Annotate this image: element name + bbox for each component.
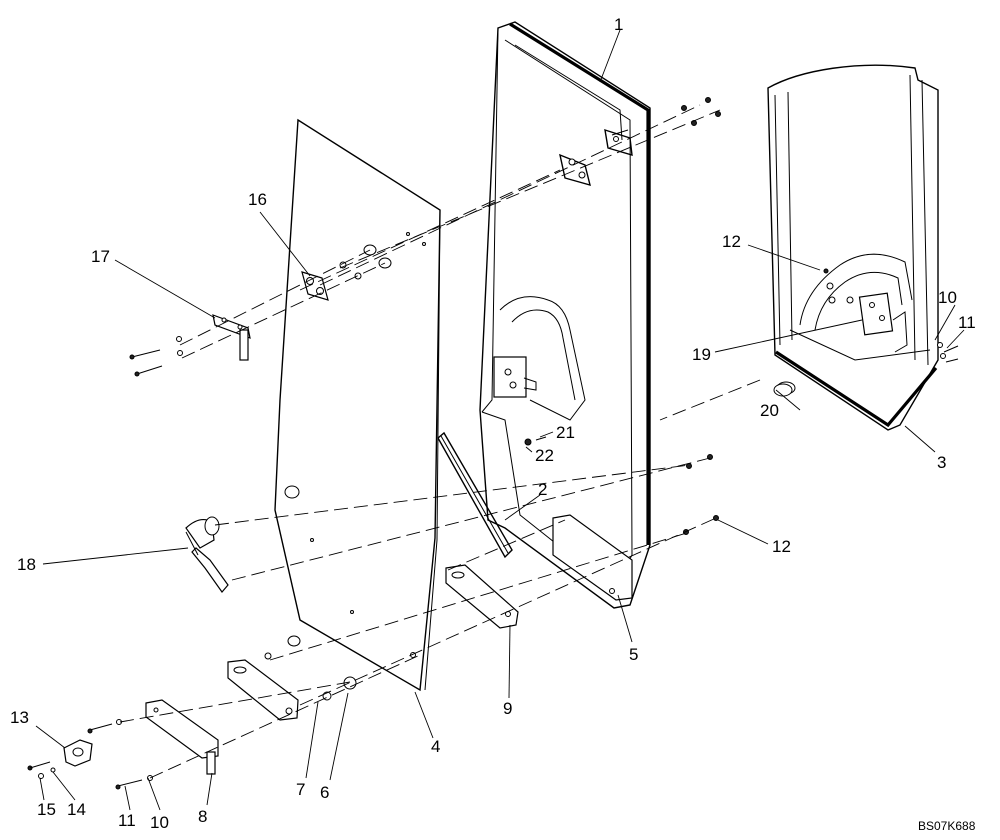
callout-10-right: 10 [938,288,957,307]
callout-20: 20 [760,401,779,420]
callout-2: 2 [538,480,547,499]
callout-17: 17 [91,247,110,266]
callout-22: 22 [535,446,554,465]
lower-hardware [87,635,357,790]
callout-11-bottom: 11 [118,811,136,830]
lower-hinge-plate [227,659,299,721]
leader-lines [35,29,965,811]
callout-3: 3 [937,453,946,472]
callout-18: 18 [17,555,36,574]
alignment-lines [119,104,761,779]
callout-1: 1 [614,15,623,34]
callout-12-top: 12 [722,232,741,251]
seal-strip-part-2 [437,431,513,559]
callout-15: 15 [37,800,56,819]
callout-4: 4 [431,737,440,756]
callout-13: 13 [10,708,29,727]
callout-7: 7 [296,780,305,799]
callout-16: 16 [248,190,267,209]
glass-panel-part-4 [274,118,441,692]
callout-9: 9 [503,699,512,718]
callout-19: 19 [692,345,711,364]
latch-bracket-part-13 [27,739,93,779]
callout-6: 6 [320,783,329,802]
latch-strap-part-9 [445,564,519,629]
drawing-code: BS07K688 [918,819,976,833]
callout-21: 21 [556,423,575,442]
callout-12-bottom: 12 [772,537,791,556]
callout-labels: 1 2 3 4 5 6 7 8 9 10 10 11 11 12 12 13 1… [10,15,976,832]
callout-14: 14 [67,800,86,819]
bracket-part-5 [552,514,633,601]
callout-10-bottom: 10 [150,813,169,832]
callout-8: 8 [198,807,207,826]
hinge-part-17 [129,314,251,377]
door-frame-part-3 [767,64,959,431]
handle-part-18 [185,516,229,593]
callout-11-right: 11 [958,313,976,332]
callout-5: 5 [629,645,638,664]
